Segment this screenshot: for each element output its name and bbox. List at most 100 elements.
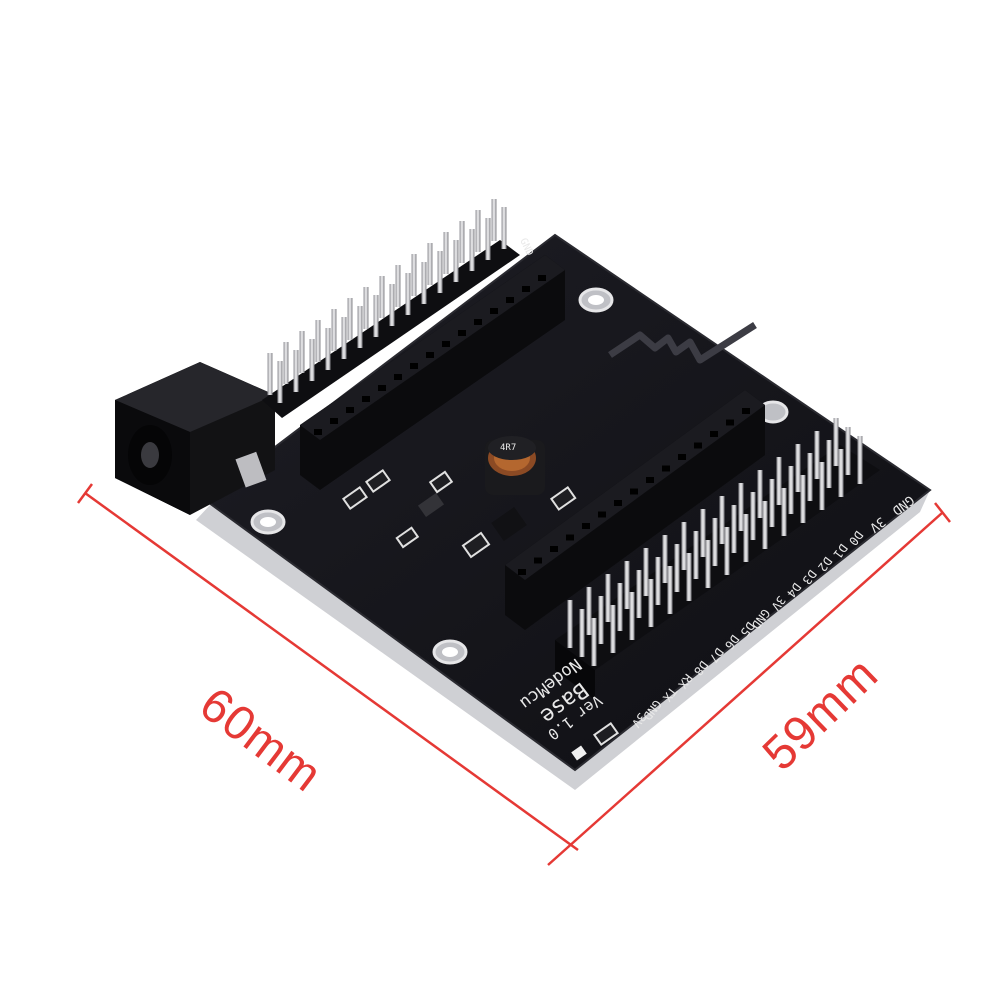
pin-label: D0	[846, 528, 866, 548]
smd-components	[341, 468, 620, 761]
header-pin	[591, 618, 597, 666]
depth-dimension-tick-right	[934, 502, 951, 523]
socket-hole	[378, 385, 386, 391]
header-pin	[357, 306, 363, 348]
left-male-header-block	[262, 240, 520, 418]
socket-hole	[490, 308, 498, 314]
header-pin	[807, 453, 813, 501]
header-pin	[283, 342, 289, 384]
header-pin	[776, 457, 782, 505]
socket-hole	[598, 511, 606, 518]
header-pin	[705, 540, 711, 588]
header-pin	[411, 254, 417, 296]
header-pin	[686, 553, 692, 601]
header-pin	[648, 579, 654, 627]
socket-hole	[678, 454, 686, 460]
header-pin	[598, 596, 604, 644]
socket-hole	[550, 546, 558, 552]
header-pin	[819, 462, 825, 510]
header-pin	[731, 505, 737, 553]
header-pin	[579, 609, 585, 657]
pin-label: D1	[830, 541, 850, 561]
header-pin	[395, 265, 401, 307]
socket-hole	[534, 557, 542, 564]
socket-hole	[630, 488, 638, 495]
header-pin	[469, 229, 475, 271]
socket-hole	[726, 419, 734, 426]
header-pin	[389, 284, 395, 326]
socket-hole	[646, 477, 654, 483]
socket-hole	[710, 431, 718, 437]
socket-hole	[458, 330, 466, 336]
socket-hole	[694, 442, 702, 449]
socket-hole	[614, 500, 622, 506]
header-pin	[267, 353, 273, 395]
header-pin	[331, 309, 337, 351]
left-male-pins	[267, 199, 507, 403]
header-pin	[605, 574, 611, 622]
header-pin	[363, 287, 369, 329]
header-pin	[610, 605, 616, 653]
header-pin	[309, 339, 315, 381]
header-pin	[347, 298, 353, 340]
header-pin	[325, 328, 331, 370]
header-pin	[277, 361, 283, 403]
socket-hole	[346, 407, 354, 413]
header-pin	[788, 466, 794, 514]
header-pin	[757, 470, 763, 518]
header-pin	[586, 587, 592, 635]
header-pin	[833, 418, 839, 466]
header-pin	[293, 350, 299, 392]
header-pin	[674, 544, 680, 592]
header-pin	[315, 320, 321, 362]
socket-hole	[330, 418, 338, 424]
header-pin	[814, 431, 820, 479]
right-male-pins	[567, 418, 863, 666]
header-pin	[838, 449, 844, 497]
header-pin	[781, 488, 787, 536]
header-pin	[719, 496, 725, 544]
header-pin	[485, 218, 491, 260]
socket-hole	[742, 408, 750, 414]
pin-label: D6	[722, 632, 742, 652]
socket-hole	[394, 374, 402, 380]
width-dimension-line	[84, 491, 579, 852]
header-pin	[743, 514, 749, 562]
socket-hole	[566, 534, 574, 541]
header-pin	[624, 561, 630, 609]
header-pin	[667, 566, 673, 614]
header-pin	[636, 570, 642, 618]
header-pin	[459, 221, 465, 263]
header-pin	[826, 440, 832, 488]
header-pin	[724, 527, 730, 575]
inductor-4r7: 4R7	[485, 436, 545, 495]
socket-hole	[442, 341, 450, 347]
header-pin	[662, 535, 668, 583]
socket-hole	[582, 523, 590, 529]
header-pin	[491, 199, 497, 241]
socket-hole	[506, 297, 514, 303]
header-pin	[629, 592, 635, 640]
header-pin	[299, 331, 305, 373]
header-pin	[453, 240, 459, 282]
antenna-silkscreen	[608, 322, 757, 364]
header-pin	[567, 600, 573, 648]
pin-label: D2	[815, 554, 835, 574]
mounting-holes	[250, 287, 789, 665]
pin-label: D5	[737, 619, 757, 639]
header-pin	[501, 207, 507, 249]
inductor-marking: 4R7	[500, 443, 516, 453]
pin-label: D4	[784, 580, 804, 600]
socket-hole	[362, 396, 370, 402]
header-pin	[405, 273, 411, 315]
header-pin	[750, 492, 756, 540]
header-pin	[693, 531, 699, 579]
header-pin	[617, 583, 623, 631]
header-pin	[700, 509, 706, 557]
socket-hole	[410, 363, 418, 369]
socket-hole	[522, 286, 530, 292]
header-pin	[769, 479, 775, 527]
